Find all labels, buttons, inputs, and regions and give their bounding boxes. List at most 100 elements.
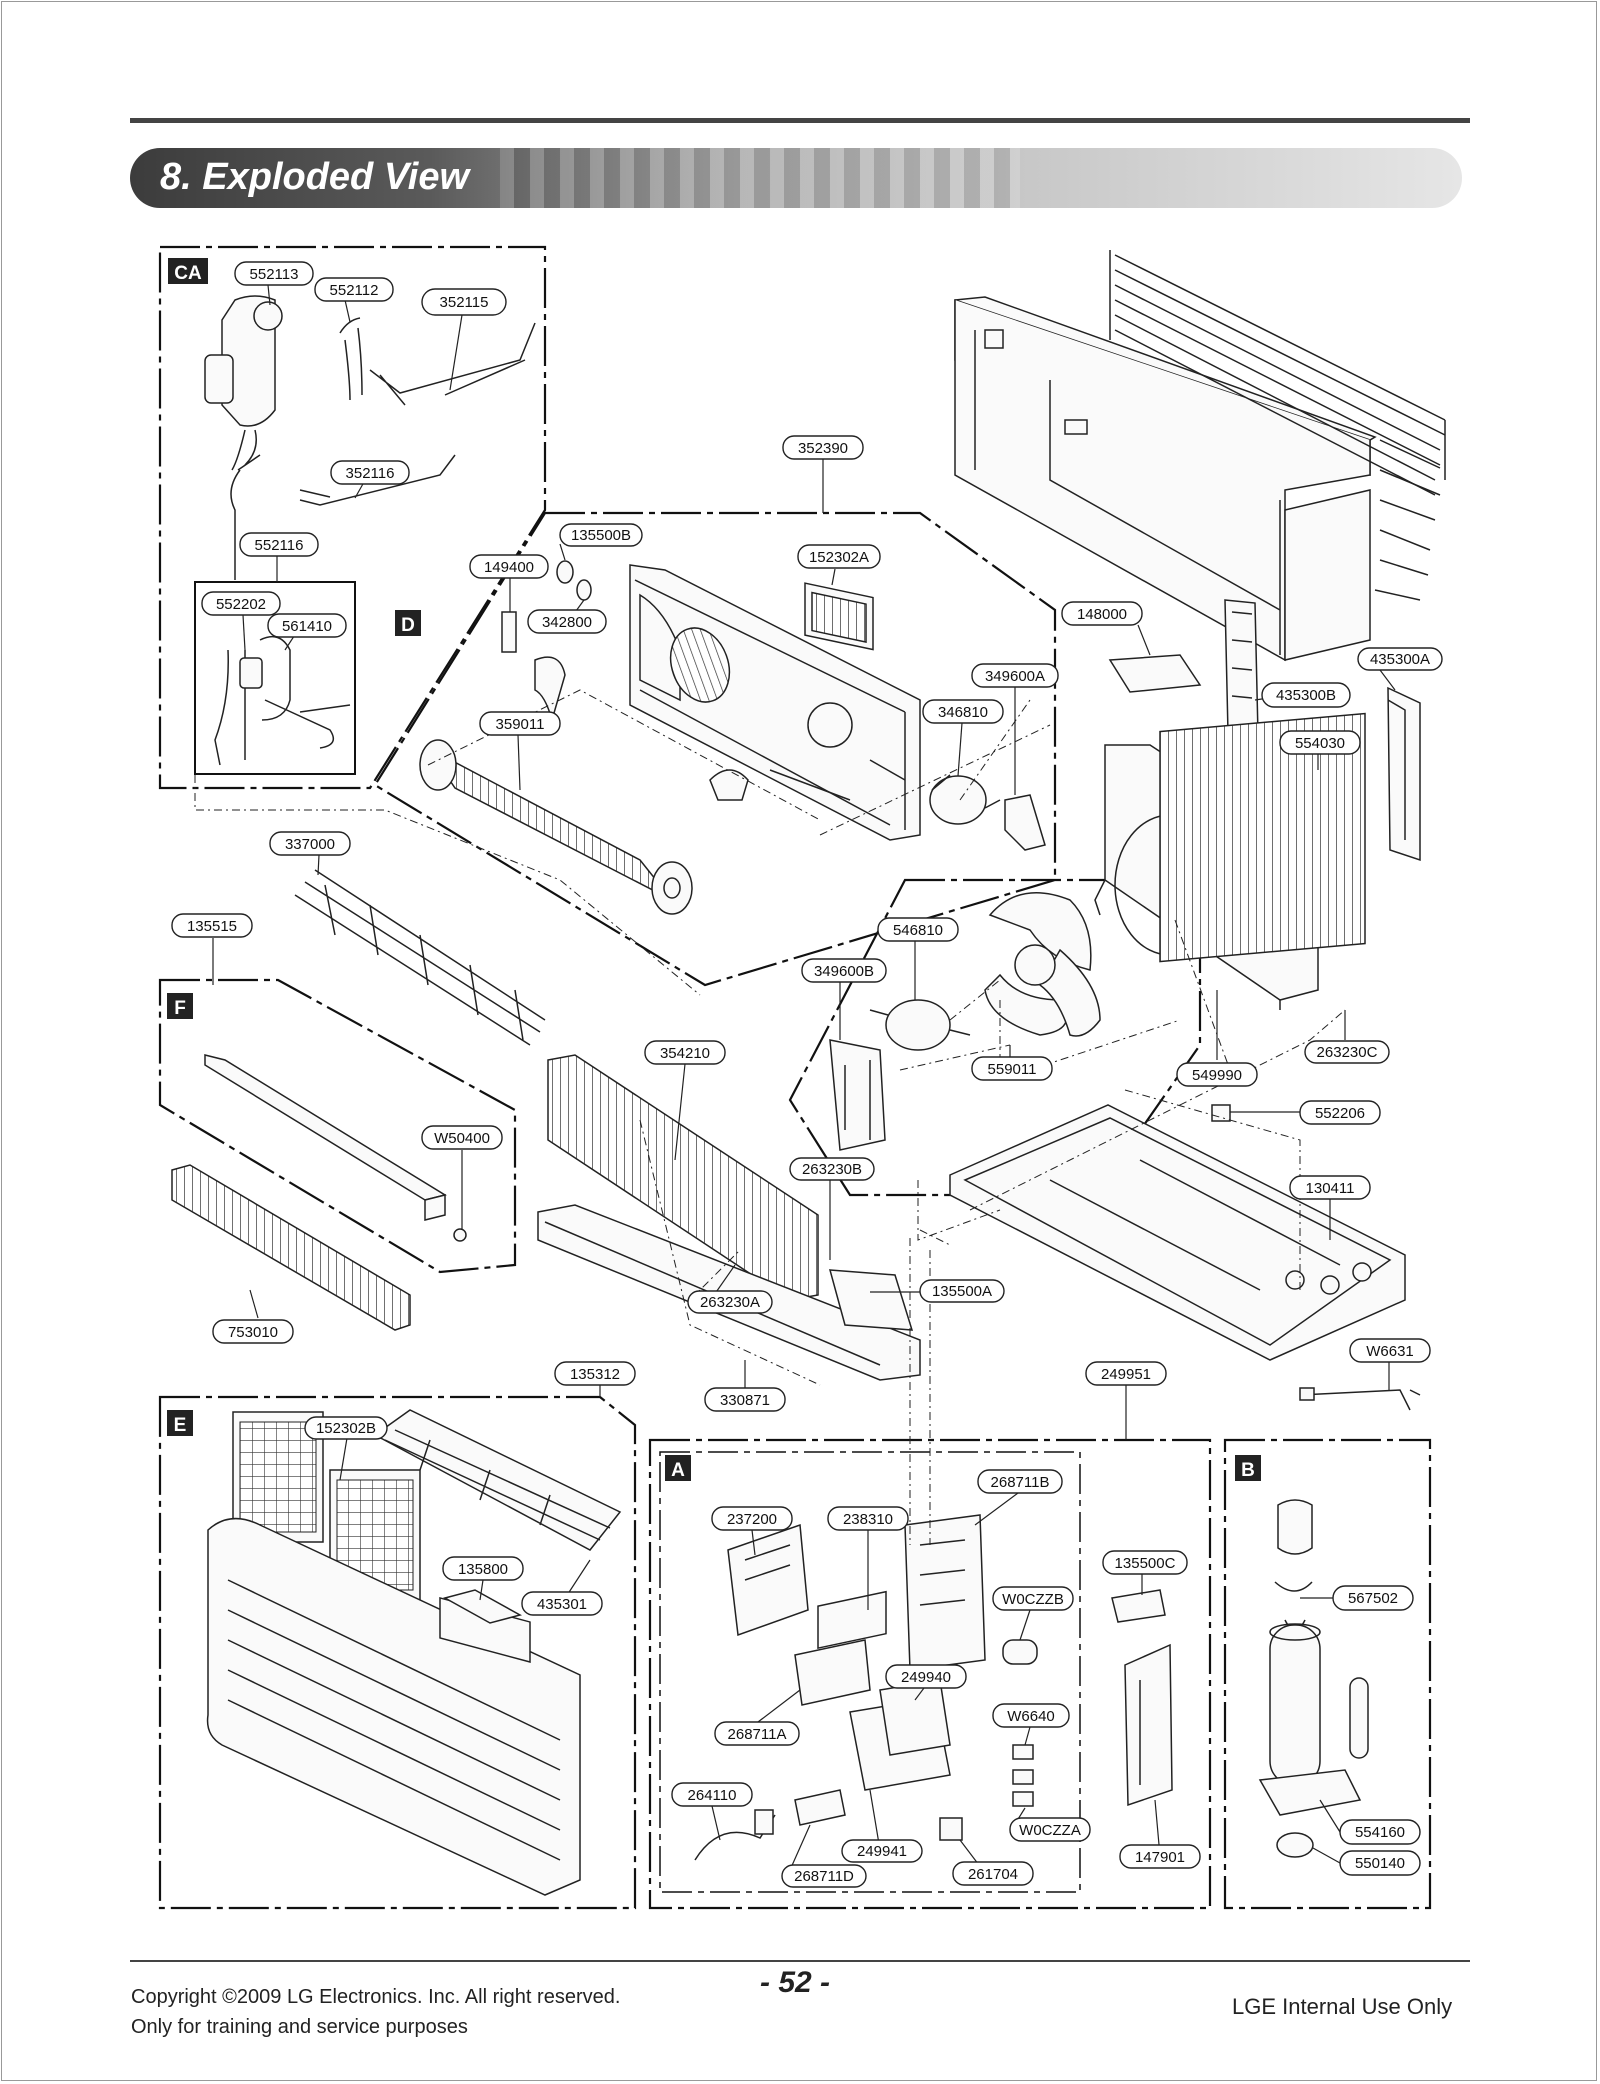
svg-text:263230C: 263230C (1317, 1044, 1378, 1061)
svg-text:149400: 149400 (484, 559, 534, 576)
part-label-268711d: 268711D (781, 1864, 867, 1888)
svg-text:W0CZZA: W0CZZA (1019, 1822, 1081, 1839)
part-label-249940: 249940 (885, 1664, 967, 1689)
part-label-561410: 561410 (267, 613, 347, 638)
title-stripes (500, 148, 1020, 208)
svg-text:567502: 567502 (1348, 1590, 1398, 1607)
panel-249940 (879, 1679, 951, 1756)
svg-text:135500C: 135500C (1115, 1555, 1176, 1572)
svg-text:263230B: 263230B (802, 1161, 862, 1178)
frame-f (158, 978, 517, 1274)
svg-text:268711D: 268711D (794, 1868, 854, 1885)
cord-264110 (694, 1814, 776, 1861)
part-label-264110: 264110 (671, 1782, 753, 1807)
wire-w6631 (1299, 1389, 1421, 1411)
relay-w0czza (1012, 1791, 1034, 1807)
part-label-349600a: 349600A (971, 663, 1059, 688)
svg-text:435301: 435301 (537, 1596, 587, 1613)
pcb-268711a (794, 1639, 871, 1706)
svg-text:561410: 561410 (282, 618, 332, 635)
svg-text:135515: 135515 (187, 918, 237, 935)
svg-text:152302A: 152302A (809, 549, 869, 566)
svg-text:554030: 554030 (1295, 735, 1345, 752)
svg-text:435300B: 435300B (1276, 687, 1336, 704)
part-label-249941: 249941 (841, 1839, 923, 1863)
part-label-435300b: 435300B (1261, 682, 1351, 708)
cover-135800 (443, 1589, 522, 1624)
svg-text:W50400: W50400 (434, 1130, 490, 1147)
svg-text:238310: 238310 (843, 1511, 893, 1528)
part-label-349600b: 349600B (801, 958, 887, 983)
part-label-135515: 135515 (171, 913, 253, 938)
propeller-fan-drawing (984, 892, 1101, 1037)
part-label-337000: 337000 (269, 831, 351, 856)
part-label-130411: 130411 (1289, 1175, 1371, 1200)
cross-flow-fan-drawing (419, 739, 693, 915)
heater-bar-drawing (204, 1054, 447, 1201)
display-238310 (817, 1590, 887, 1650)
part-label-w0czzb: W0CZZB (992, 1586, 1074, 1611)
pcb-268711b (904, 1514, 986, 1671)
svg-text:D: D (401, 615, 415, 636)
svg-text:B: B (1241, 1460, 1255, 1481)
front-cover-drawing (206, 1517, 581, 1896)
part-label-550140: 550140 (1339, 1850, 1421, 1876)
part-label-352116: 352116 (330, 460, 410, 485)
part-label-354210: 354210 (644, 1040, 726, 1065)
capacitor-w0czzb (1002, 1639, 1038, 1665)
copyright-line-1: Copyright ©2009 LG Electronics. Inc. All… (131, 1986, 621, 2008)
svg-text:359011: 359011 (496, 716, 545, 733)
svg-text:554160: 554160 (1355, 1824, 1405, 1841)
bottom-rule (130, 1960, 1470, 1962)
svg-text:148000: 148000 (1077, 606, 1127, 623)
part-labels: 552113 552112 352115 352116 552116 55220… (171, 261, 1443, 1888)
part-label-263230c: 263230C (1304, 1040, 1390, 1064)
svg-text:346810: 346810 (938, 704, 988, 721)
part-label-w6631: W6631 (1349, 1338, 1431, 1363)
svg-text:147901: 147901 (1135, 1849, 1185, 1866)
part-label-435301: 435301 (521, 1591, 603, 1616)
panel-147901 (1124, 1643, 1173, 1807)
svg-text:337000: 337000 (285, 836, 335, 853)
group-badge-f: F (167, 993, 193, 1019)
svg-text:135312: 135312 (570, 1366, 620, 1383)
part-label-268711b: 268711B (977, 1469, 1063, 1494)
copyright-block: Copyright ©2009 LG Electronics. Inc. All… (131, 1982, 620, 2042)
svg-text:552202: 552202 (216, 596, 266, 613)
base-pan-drawing (949, 1104, 1406, 1361)
part-label-554160: 554160 (1339, 1819, 1421, 1845)
part-label-152302a: 152302A (797, 544, 881, 569)
svg-text:F: F (174, 998, 186, 1019)
part-label-263230a: 263230A (687, 1290, 773, 1314)
part-label-546810: 546810 (877, 917, 959, 942)
bracket-349600b (829, 1039, 886, 1151)
group-badges: CA D F E A B (167, 258, 1261, 1481)
accumulator-b (1349, 1677, 1369, 1759)
group-badge-b: B (1235, 1455, 1261, 1481)
part-label-238310: 238310 (827, 1506, 909, 1531)
frame-b (1223, 1438, 1432, 1910)
svg-text:135500B: 135500B (571, 527, 631, 544)
svg-text:263230A: 263230A (700, 1294, 760, 1311)
svg-text:249951: 249951 (1101, 1366, 1151, 1383)
part-label-346810: 346810 (922, 699, 1004, 724)
internal-use-note: LGE Internal Use Only (1232, 1994, 1453, 2019)
heater-753010-drawing (171, 1164, 411, 1331)
part-label-135800: 135800 (442, 1556, 524, 1581)
condenser-coil-drawing (1159, 712, 1366, 963)
part-label-552113: 552113 (234, 261, 314, 286)
svg-text:249940: 249940 (901, 1669, 951, 1686)
svg-text:549990: 549990 (1192, 1067, 1242, 1084)
frame-ca-inner (194, 581, 356, 775)
svg-text:264110: 264110 (688, 1787, 737, 1804)
svg-text:249941: 249941 (857, 1843, 907, 1860)
svg-text:352115: 352115 (440, 294, 489, 311)
svg-text:130411: 130411 (1306, 1180, 1355, 1197)
part-label-753010: 753010 (212, 1319, 294, 1344)
frame-e (158, 1395, 637, 1910)
svg-text:CA: CA (174, 263, 202, 284)
leader-lines (212, 284, 1396, 1874)
svg-text:330871: 330871 (720, 1392, 770, 1409)
part-label-352115: 352115 (421, 288, 507, 316)
